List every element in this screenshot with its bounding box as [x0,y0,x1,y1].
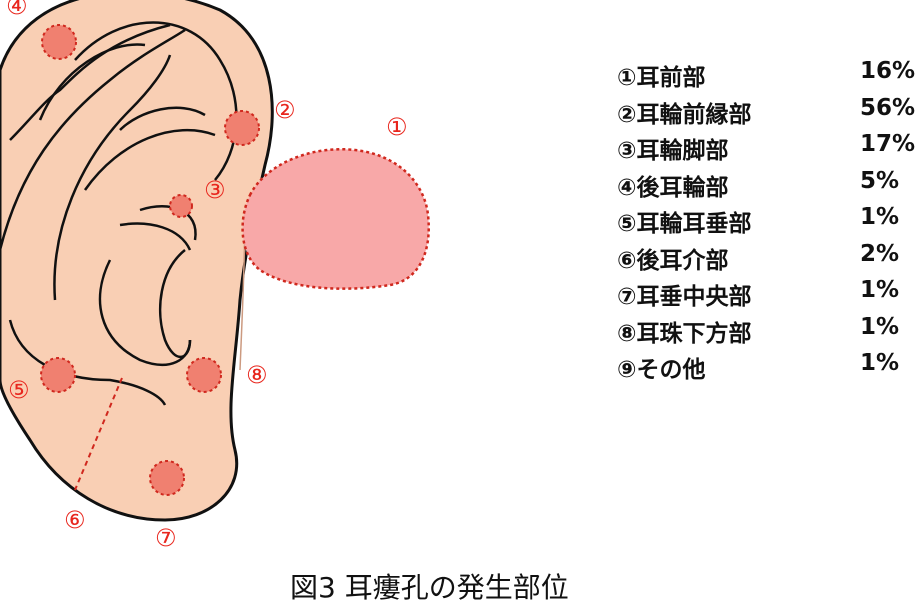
spot-7 [149,460,185,496]
legend-value: 1% [860,204,900,230]
legend-row: ⑥後耳介部 2% [617,241,917,278]
legend-label: ⑨その他 [617,357,706,383]
spot-2 [224,110,260,146]
ear-outline [0,0,274,522]
marker-label-3: ③ [204,176,226,204]
marker-label-1: ① [386,113,408,141]
legend-row: ①耳前部 16% [617,58,917,95]
ear-inner-line [74,21,238,181]
legend-value: 16% [860,58,916,84]
legend-row: ②耳輪前縁部 56% [617,95,917,132]
ear-inner-line [0,28,186,251]
spot-5 [40,357,76,393]
legend-row: ⑨その他 1% [617,350,917,387]
legend-value: 1% [860,313,900,340]
marker-label-5: ⑤ [8,376,30,404]
legend-value: 1% [860,277,900,303]
legend-value: 17% [860,131,916,157]
ear-inner-line [83,128,216,191]
spot-8 [186,357,222,393]
spot-4 [41,24,77,60]
legend-row: ④後耳輪部 5% [617,168,917,205]
legend-value: 5% [860,167,900,194]
marker-label-7: ⑦ [155,524,177,552]
legend-row: ⑧耳珠下方部 1% [617,314,917,351]
marker-label-2: ② [274,96,296,124]
figure-caption: 図3 耳瘻孔の発生部位 [290,571,569,604]
spot-3 [169,194,193,218]
legend-label: ①耳前部 [617,65,706,91]
legend-value: 56% [860,94,916,121]
marker-label-4: ④ [6,0,28,20]
legend-value: 1% [860,350,900,376]
ear-diagram: ① ② ③ ④ ⑤ ⑥ ⑦ ⑧ [0,0,430,552]
ear-inner-line [8,319,167,406]
legend-label: ④後耳輪部 [617,174,729,201]
ear-inner-line [119,106,206,131]
legend-row: ③耳輪脚部 17% [617,131,917,168]
region-6-dashed-line [74,377,123,491]
ear-inner-line [119,222,192,251]
marker-label-8: ⑧ [246,361,268,389]
ear-inner-line [98,259,192,366]
region-1-preauricular [241,148,430,290]
legend-label: ⑥後耳介部 [617,247,729,274]
legend-row: ⑤耳輪耳垂部 1% [617,204,917,241]
marker-label-6: ⑥ [64,506,86,534]
ear-inner-line [9,23,171,141]
legend-row: ⑦耳垂中央部 1% [617,277,917,314]
legend-label: ⑧耳珠下方部 [617,320,752,347]
ear-inner-line [38,43,146,121]
ear-inner-line [53,54,172,301]
legend-label: ③耳輪脚部 [617,138,729,164]
legend-label: ②耳輪前縁部 [617,101,752,128]
legend-label: ⑦耳垂中央部 [617,284,752,310]
legend: ①耳前部 16% ②耳輪前縁部 56% ③耳輪脚部 17% ④後耳輪部 5% ⑤… [617,58,917,387]
legend-label: ⑤耳輪耳垂部 [617,211,752,237]
legend-value: 2% [860,240,900,267]
